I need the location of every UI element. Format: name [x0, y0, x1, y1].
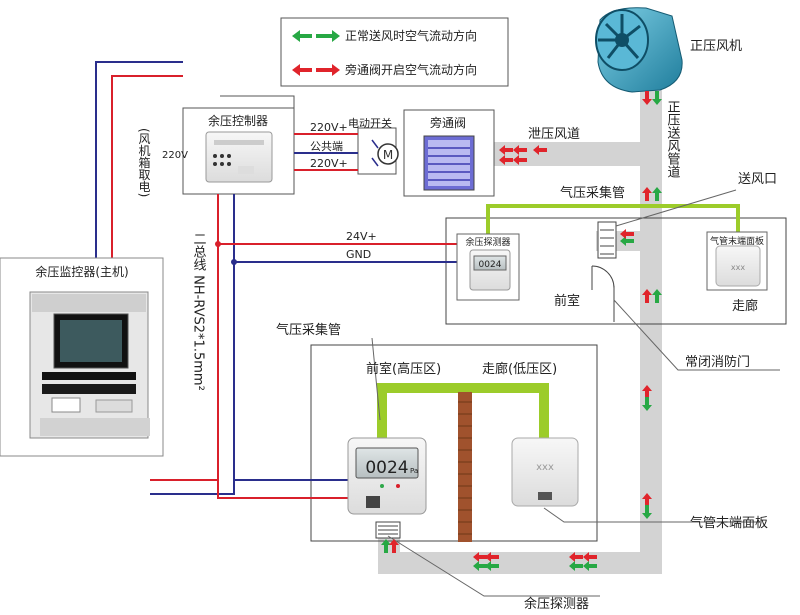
anteroom-high-label: 前室(高压区): [366, 361, 441, 377]
legend-box: [280, 17, 509, 87]
green-flow-arrow: [569, 561, 583, 571]
brick-wall: [458, 392, 472, 542]
corridor-low-label: 走廊(低压区): [482, 361, 557, 377]
svg-text:0024: 0024: [479, 260, 502, 270]
flow-arrows: [381, 91, 662, 571]
small-end-panel-device: xxx: [706, 231, 768, 291]
green-flow-arrow: [381, 539, 391, 553]
wire-common-label: 公共端: [310, 140, 343, 153]
green-flow-arrow: [485, 561, 499, 571]
end-panel-small-label: 气管末端面板: [710, 235, 764, 247]
legend: 正常送风时空气流动方向 旁通阀开启空气流动方向: [292, 28, 477, 77]
legend-green-arrow: [292, 30, 340, 42]
wire-gnd-label: GND: [346, 248, 371, 261]
wire-24v-label: 24V+: [346, 230, 377, 243]
pressure-pipe-top-label: 气压采集管: [560, 185, 625, 201]
red-flow-arrow: [642, 187, 652, 201]
red-flow-arrow: [473, 552, 487, 562]
green-flow-arrow: [642, 505, 652, 519]
red-flow-arrow: [513, 145, 527, 155]
wire-220-top-label: 220V+: [310, 121, 348, 134]
fire-door-label: 常闭消防门: [685, 354, 750, 370]
small-detector-device: 0024: [456, 233, 520, 301]
red-flow-arrow: [620, 229, 634, 239]
monitor-device: [0, 257, 164, 457]
detector-device: [347, 437, 427, 515]
red-flow-arrow: [513, 155, 527, 165]
detector-display-unit: Pa: [410, 467, 418, 475]
red-flow-arrow: [533, 145, 547, 155]
detector-small-label: 余压探测器: [465, 236, 510, 248]
green-flow-arrow: [642, 397, 652, 411]
detector-display-value: 0024: [365, 458, 408, 478]
fire-door-symbol: [591, 265, 615, 322]
bottom-riser-duct: [378, 533, 400, 573]
monitor-label: 余压监控器(主机): [35, 264, 128, 279]
red-flow-arrow: [569, 552, 583, 562]
relief-duct-label: 泄压风道: [528, 127, 580, 142]
green-flow-arrow: [652, 91, 662, 105]
bottom-duct: [378, 552, 662, 574]
controller-label: 余压控制器: [208, 113, 268, 128]
svg-text:xxx: xxx: [536, 462, 554, 473]
lower-outlet-grille: [375, 521, 401, 539]
fan-label: 正压风机: [690, 39, 742, 54]
green-flow-arrow: [583, 561, 597, 571]
pressure-pipe-mid-label: 气压采集管: [276, 322, 341, 338]
green-flow-arrow: [652, 289, 662, 303]
bus-line-label: 二总线 NH-RVS2*1.5mm²: [191, 232, 207, 391]
fan-box-power-label: (风机箱取电): [137, 128, 151, 197]
green-flow-arrow: [473, 561, 487, 571]
anteroom-top-label: 前室: [554, 293, 580, 309]
bypass-valve-label: 旁通阀: [430, 115, 466, 130]
red-flow-arrow: [642, 493, 652, 507]
red-flow-arrow: [583, 552, 597, 562]
red-flow-arrow: [499, 155, 513, 165]
upper-floor-outline: [445, 217, 787, 325]
red-flow-arrow: [485, 552, 499, 562]
leader-lines: [371, 189, 780, 597]
legend-red-arrow: [292, 64, 340, 76]
red-flow-arrow: [642, 385, 652, 399]
detector-label: 余压探测器: [524, 596, 589, 612]
supply-duct-label: 正压送风管道: [665, 100, 681, 178]
supply-outlet-grille: [597, 221, 617, 259]
bypass-valve-device: [423, 135, 475, 191]
svg-text:xxx: xxx: [731, 263, 745, 272]
red-flow-arrow: [389, 539, 399, 553]
svg-text:M: M: [383, 148, 393, 162]
supply-outlet-label: 送风口: [738, 172, 777, 187]
wire-220-bottom-label: 220V+: [310, 157, 348, 170]
red-flow-arrow: [642, 91, 652, 105]
wiring: [95, 61, 457, 499]
pressure-pipes: [377, 204, 740, 441]
controller-device: [205, 131, 273, 183]
lower-room-outline: [310, 344, 598, 542]
red-flow-arrow: [499, 145, 513, 155]
end-panel-device: xxx: [511, 437, 579, 507]
corridor-top-label: 走廊: [732, 298, 758, 314]
green-flow-arrow: [620, 236, 634, 246]
fan-icon: [595, 7, 683, 93]
legend-normal-flow-label: 正常送风时空气流动方向: [345, 28, 477, 43]
red-flow-arrow: [642, 289, 652, 303]
legend-bypass-flow-label: 旁通阀开启空气流动方向: [345, 62, 477, 77]
end-panel-label: 气管末端面板: [690, 515, 768, 531]
controller-power-label: 220V: [162, 150, 188, 161]
green-flow-arrow: [652, 187, 662, 201]
electric-switch-label: 电动开关: [348, 116, 392, 130]
motor-icon: M: [377, 143, 399, 165]
